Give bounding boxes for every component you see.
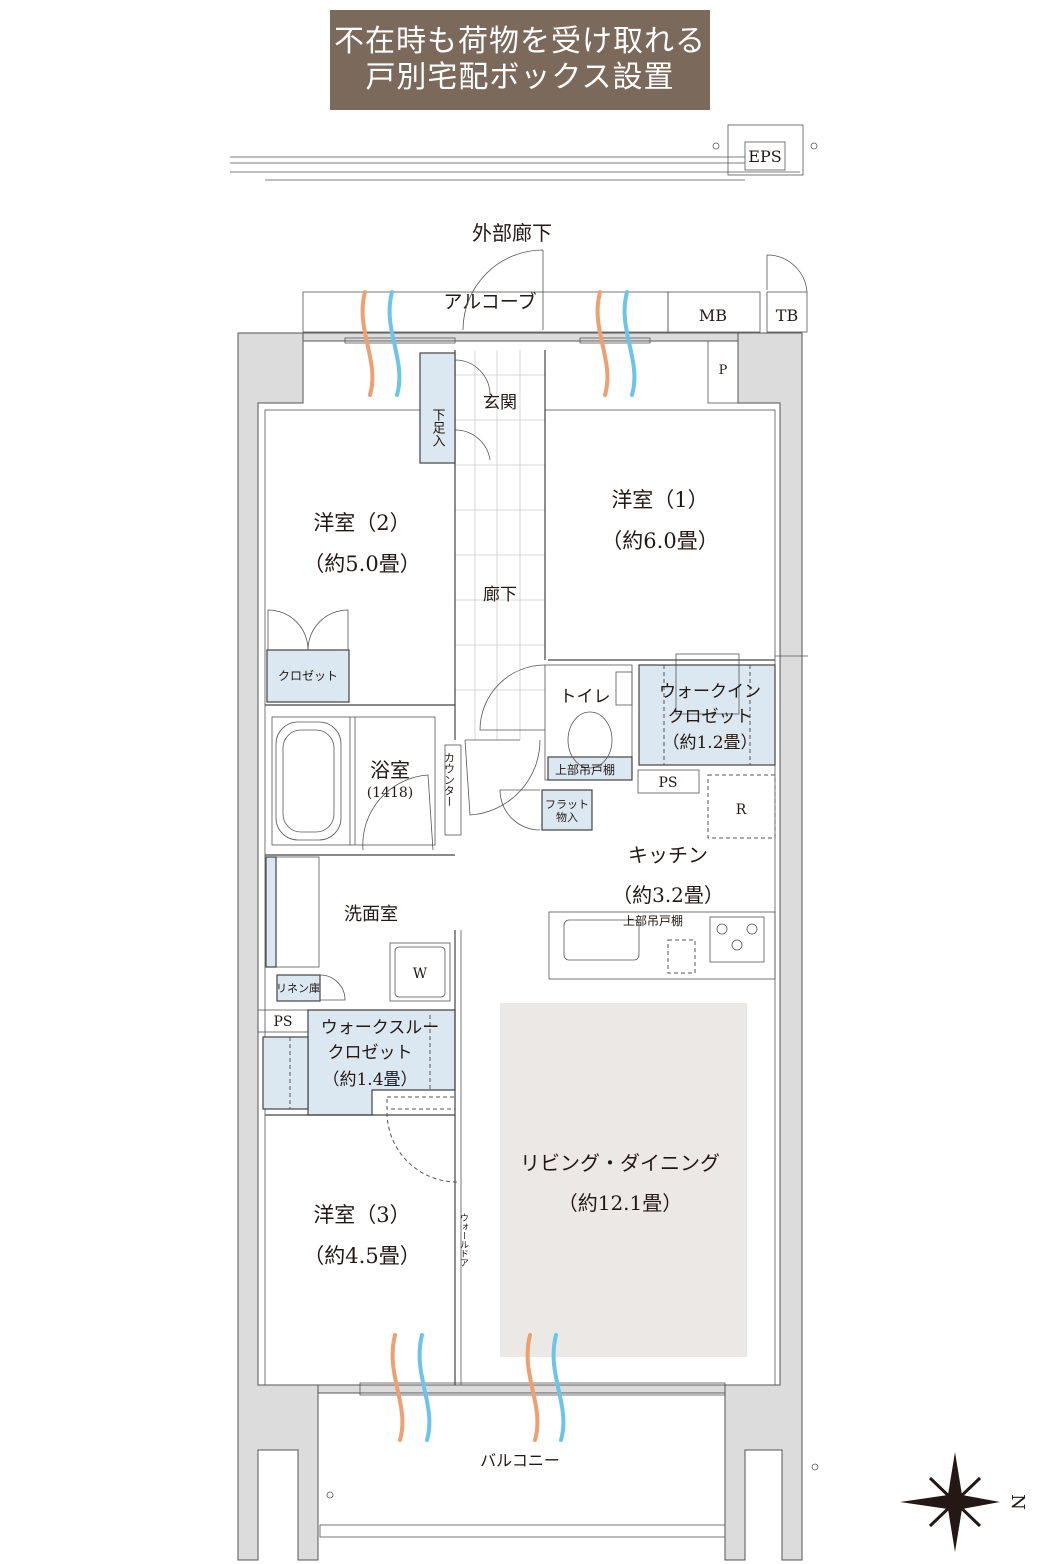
banner-line2: 戸別宅配ボックス設置 (365, 60, 675, 95)
structural-walls (237, 332, 819, 1561)
kitchen-upper-cabinet-label: 上部吊戸棚 (623, 913, 683, 928)
wtc-size: （約1.4畳） (322, 1070, 417, 1090)
tb-label: TB (776, 306, 798, 325)
wic-label-1: ウォークイン (659, 682, 761, 702)
western-room-2-name: 洋室（2） (313, 511, 410, 535)
hallway-label: 廊下 (483, 585, 517, 605)
compass-icon: N (900, 1452, 1028, 1552)
bath-door[interactable] (362, 774, 434, 851)
kitchen-size: （約3.2畳） (612, 883, 724, 907)
ldk-size: （約12.1畳） (558, 1191, 683, 1215)
delivery-box-banner: 不在時も荷物を受け取れる 戸別宅配ボックス設置 (330, 10, 710, 110)
western-room-1-size: （約6.0畳） (601, 529, 718, 553)
western-room-1-name: 洋室（1） (611, 488, 708, 512)
ldk-name: リビング・ダイニング (520, 1151, 720, 1175)
bathroom (271, 716, 436, 846)
entrance-label: 玄関 (483, 393, 517, 413)
wic-size: （約1.2畳） (662, 733, 757, 753)
flat-storage-label-2: 物入 (556, 810, 578, 824)
wic-label-2: クロゼット (668, 707, 753, 727)
outside-corridor-structure: EPS (230, 124, 818, 181)
wall-door-label: ウォールドア (458, 1213, 469, 1267)
flat-storage-label-1: フラット (545, 798, 589, 811)
western-room-3-door[interactable] (386, 1111, 458, 1183)
windows (344, 337, 726, 1396)
refrigerator-label: R (736, 802, 747, 818)
ldk-floor (500, 1003, 747, 1357)
toilet-door[interactable] (479, 664, 546, 731)
upper-cabinet-toilet-label: 上部吊戸棚 (555, 762, 615, 777)
washroom-label: 洗面室 (344, 904, 398, 925)
kitchen-counter (548, 911, 776, 980)
stove (709, 916, 765, 963)
counter-label: カウンター (443, 752, 456, 807)
p-label: P (719, 363, 728, 378)
eps-label: EPS (748, 147, 781, 166)
ps-label-kitchen: PS (658, 775, 677, 791)
balcony-label: バルコニー (480, 1451, 560, 1470)
ldk-door[interactable] (464, 739, 541, 816)
toilet-label: トイレ (560, 687, 611, 707)
bath-size: (1418) (367, 785, 414, 801)
ventilation-arrows (360, 290, 637, 1442)
bath-label: 浴室 (370, 758, 410, 782)
kitchen-label: キッチン (628, 843, 708, 867)
entrance-door[interactable] (462, 249, 544, 331)
linen-label: リネン庫 (276, 981, 320, 995)
wtc-label-1: ウォークスルー (321, 1018, 440, 1038)
walk-in-closet[interactable] (638, 664, 776, 766)
w-label: W (413, 966, 428, 982)
linen-storage[interactable] (276, 974, 321, 1002)
western-room-3-size: （約4.5畳） (303, 1244, 420, 1268)
alcove-label: アルコーブ (443, 290, 536, 313)
refrigerator-space (707, 774, 776, 839)
north-label: N (1007, 1494, 1028, 1510)
ps-label-wtc: PS (273, 1014, 292, 1030)
mb-label: MB (699, 306, 727, 325)
banner-line1: 不在時も荷物を受け取れる (334, 24, 706, 59)
sink (563, 919, 640, 961)
washing-machine-space (394, 946, 446, 998)
wtc-label-2: クロゼット (328, 1043, 413, 1063)
shoe-storage[interactable] (419, 352, 456, 464)
western-room-2-size: （約5.0畳） (303, 552, 420, 576)
flat-storage[interactable] (541, 789, 593, 831)
outside-corridor-label: 外部廊下 (472, 221, 552, 245)
closet-label: クロゼット (278, 669, 338, 683)
mb (667, 291, 761, 333)
tb (766, 291, 808, 333)
shoe-storage-label: 下足入 (430, 408, 446, 447)
hallway-floor (454, 350, 546, 740)
western-room-3-name: 洋室（3） (313, 1203, 410, 1227)
